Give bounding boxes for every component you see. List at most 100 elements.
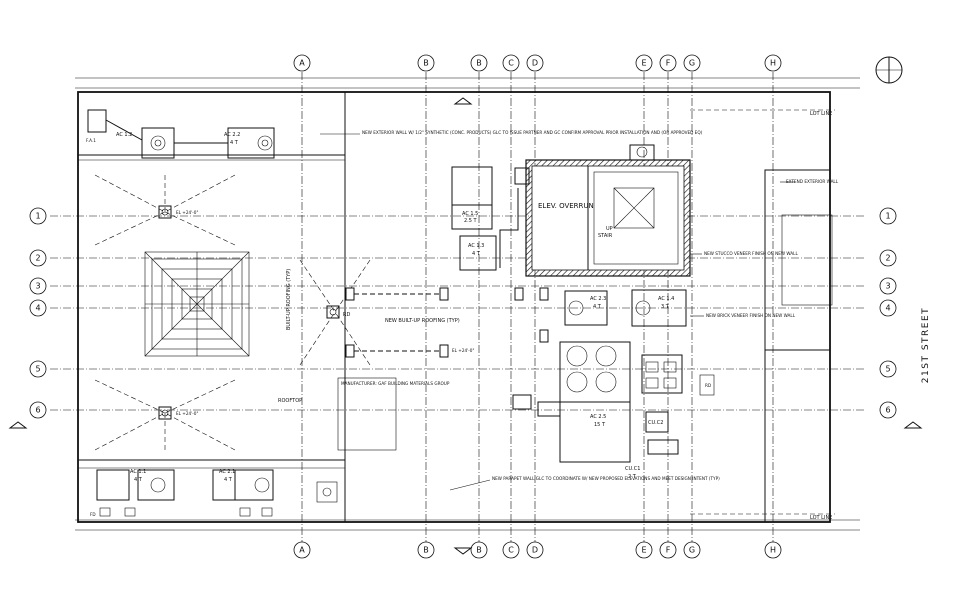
svg-text:5: 5 — [885, 365, 890, 374]
lot-lines: LOT LINE LOT LINE — [690, 109, 835, 521]
svg-text:F.A.1: F.A.1 — [86, 138, 96, 143]
grid-bubble-e-bottom: E — [635, 541, 653, 559]
grid-bubble-b2-top: B — [470, 54, 488, 72]
grid-bubble-c-bottom: C — [502, 541, 520, 559]
svg-text:15 T: 15 T — [594, 422, 606, 428]
svg-text:AC 1.4: AC 1.4 — [658, 296, 674, 302]
svg-text:2.5 T: 2.5 T — [464, 218, 478, 224]
vent-box — [514, 167, 530, 185]
svg-text:A: A — [299, 546, 305, 555]
note-manufacturer: MANUFACTURER: GAF BUILDING MATERIALS GRO… — [337, 377, 450, 451]
roof-slopes-center — [299, 259, 371, 366]
grid-bubbles-left: 1 2 3 4 5 6 — [29, 207, 47, 419]
svg-text:F: F — [666, 546, 671, 555]
svg-text:6: 6 — [35, 406, 40, 415]
svg-text:ELEV. OVERRUN: ELEV. OVERRUN — [538, 202, 594, 210]
grid-bubble-b-top: B — [417, 54, 435, 72]
svg-text:MANUFACTURER: GAF BUILDING MAT: MANUFACTURER: GAF BUILDING MATERIALS GRO… — [341, 381, 450, 386]
svg-text:UP: UP — [606, 226, 613, 232]
grid-bubble-g-top: G — [683, 54, 701, 72]
svg-text:A: A — [299, 59, 305, 68]
grid-bubble-6-right: 6 — [879, 401, 897, 419]
svg-text:NEW BRICK VENEER FINISH ON NEW: NEW BRICK VENEER FINISH ON NEW WALL — [706, 313, 796, 318]
section-markers — [8, 97, 923, 555]
svg-text:F: F — [666, 59, 671, 68]
svg-text:1: 1 — [885, 212, 890, 221]
svg-text:AC 1.5: AC 1.5 — [462, 211, 478, 217]
svg-text:RD: RD — [705, 383, 711, 388]
grid-bubbles-bottom: A B B C D E F G H — [293, 541, 782, 559]
note-exterior-wall: NEW EXTERIOR WALL W/ 1/2" SYNTHETIC (CON… — [320, 130, 703, 135]
svg-text:AC 2.2: AC 2.2 — [224, 132, 240, 138]
grid-bubble-h-bottom: H — [764, 541, 782, 559]
svg-text:3: 3 — [885, 282, 890, 291]
svg-text:EL +24'-0": EL +24'-0" — [452, 348, 474, 353]
grid-bubble-c-top: C — [502, 54, 520, 72]
svg-text:B: B — [476, 59, 482, 68]
svg-text:NEW STUCCO VENEER FINISH ON NE: NEW STUCCO VENEER FINISH ON NEW WALL — [704, 251, 798, 256]
svg-text:C: C — [508, 59, 514, 68]
unit-ac25: AC 2.5 15 T — [512, 341, 631, 463]
svg-text:CU.C1: CU.C1 — [625, 466, 640, 472]
svg-text:AC 1.1: AC 1.1 — [130, 469, 146, 475]
svg-text:EXTEND EXTERIOR WALL: EXTEND EXTERIOR WALL — [786, 179, 839, 184]
svg-text:B: B — [423, 546, 429, 555]
svg-text:NEW BUILT-UP ROOFING (TYP): NEW BUILT-UP ROOFING (TYP) — [385, 318, 460, 324]
street-label: 21ST STREET — [921, 307, 931, 383]
note-limestone: EXTEND EXTERIOR WALL — [780, 179, 839, 184]
condensing-units: CU.C2 CU.C1 2 T RD — [625, 354, 715, 480]
svg-text:4: 4 — [35, 304, 40, 313]
grid-bubble-5-right: 5 — [879, 360, 897, 378]
grid-bubble-a-bottom: A — [293, 541, 311, 559]
svg-text:AC 1.2: AC 1.2 — [116, 132, 132, 138]
grid-bubble-3-left: 3 — [29, 277, 47, 295]
svg-text:EL +24'-0": EL +24'-0" — [176, 210, 198, 215]
unit-ac23: AC 2.3 4 T — [564, 290, 608, 326]
svg-text:AC 2.1: AC 2.1 — [219, 469, 235, 475]
svg-text:E: E — [641, 59, 646, 68]
svg-text:BUILT-UP ROOFING (TYP): BUILT-UP ROOFING (TYP) — [286, 269, 292, 330]
svg-text:LOT LINE: LOT LINE — [810, 111, 832, 117]
svg-text:C: C — [508, 546, 514, 555]
grid-bubble-4-right: 4 — [879, 299, 897, 317]
svg-text:B: B — [423, 59, 429, 68]
note-brick: NEW BRICK VENEER FINISH ON NEW WALL — [690, 313, 796, 318]
duct-runs — [345, 287, 549, 358]
svg-text:RD: RD — [343, 312, 350, 318]
grid-bubbles-right: 1 2 3 4 5 6 — [879, 207, 897, 419]
svg-text:D: D — [532, 546, 538, 555]
svg-text:5: 5 — [35, 365, 40, 374]
svg-text:2: 2 — [885, 254, 890, 263]
grid-bubble-2-right: 2 — [879, 249, 897, 267]
grid-bubble-e-top: E — [635, 54, 653, 72]
svg-text:4 T: 4 T — [224, 477, 233, 483]
grid-bubble-b-bottom: B — [417, 541, 435, 559]
svg-text:EL +24'-0": EL +24'-0" — [176, 411, 198, 416]
grid-lines — [50, 72, 865, 545]
north-arrow-icon — [875, 56, 903, 84]
svg-text:G: G — [689, 59, 695, 68]
unit-ac14: AC 1.4 3 T — [631, 289, 687, 327]
svg-text:AC 2.3: AC 2.3 — [590, 296, 606, 302]
grid-bubble-6-left: 6 — [29, 401, 47, 419]
svg-text:NEW PARAPET WALL GLC TO COORDI: NEW PARAPET WALL GLC TO COORDINATE W/ NE… — [492, 476, 720, 481]
elevator-core: ELEV. OVERRUN STAIR UP — [525, 144, 691, 277]
grid-bubble-d-bottom: D — [526, 541, 544, 559]
grid-bubble-g-bottom: G — [683, 541, 701, 559]
svg-text:FD: FD — [90, 512, 96, 517]
grid-bubble-h-top: H — [764, 54, 782, 72]
svg-text:2: 2 — [35, 254, 40, 263]
drain-icons — [158, 205, 340, 420]
grid-bubble-f-top: F — [659, 54, 677, 72]
svg-text:AC 1.3: AC 1.3 — [468, 243, 484, 249]
grid-bubble-d-top: D — [526, 54, 544, 72]
unit-ac13: AC 1.3 4 T — [459, 235, 497, 271]
svg-text:H: H — [770, 546, 776, 555]
svg-text:LOT LINE: LOT LINE — [810, 515, 832, 521]
svg-text:NEW EXTERIOR WALL W/ 1/2" SYNT: NEW EXTERIOR WALL W/ 1/2" SYNTHETIC (CON… — [362, 130, 703, 135]
svg-text:E: E — [641, 546, 646, 555]
svg-text:2 T: 2 T — [628, 474, 637, 480]
bottom-strip: AC 1.1 4 T AC 2.1 4 T FD — [90, 469, 338, 517]
svg-text:3 T: 3 T — [661, 304, 670, 310]
